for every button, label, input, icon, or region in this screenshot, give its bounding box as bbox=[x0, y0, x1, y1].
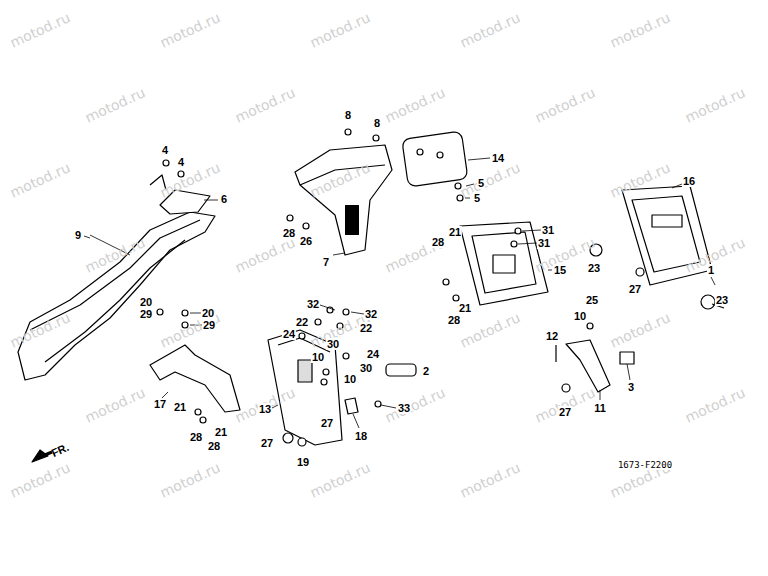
callout-number: 30 bbox=[326, 338, 340, 350]
callout-number: 31 bbox=[541, 224, 555, 236]
callout-number: 8 bbox=[344, 109, 352, 121]
callout-number: 27 bbox=[320, 417, 334, 429]
callout-number: 12 bbox=[545, 330, 559, 342]
mud-flap bbox=[268, 330, 342, 445]
callout-number: 22 bbox=[359, 322, 373, 334]
callout-number: 6 bbox=[220, 193, 228, 205]
watermark: motod.ru bbox=[233, 234, 298, 276]
callout-number: 21 bbox=[173, 401, 187, 413]
watermark: motod.ru bbox=[383, 384, 448, 426]
callout-number: 9 bbox=[74, 229, 82, 241]
callout-number: 32 bbox=[306, 298, 320, 310]
callout-number: 31 bbox=[537, 237, 551, 249]
stay bbox=[150, 345, 240, 412]
washer bbox=[701, 295, 715, 309]
callout-number: 21 bbox=[214, 426, 228, 438]
callout-number: 23 bbox=[715, 294, 729, 306]
callout-number: 33 bbox=[397, 402, 411, 414]
watermark: motod.ru bbox=[158, 9, 223, 51]
callout-number: 5 bbox=[477, 177, 485, 189]
callout-number: 32 bbox=[364, 308, 378, 320]
callout-number: 22 bbox=[295, 316, 309, 328]
callout-number: 2 bbox=[422, 365, 430, 377]
watermark: motod.ru bbox=[83, 384, 148, 426]
watermark: motod.ru bbox=[458, 9, 523, 51]
watermark: motod.ru bbox=[308, 459, 373, 501]
callout-number: 25 bbox=[585, 294, 599, 306]
callout-number: 3 bbox=[627, 381, 635, 393]
watermark: motod.ru bbox=[458, 309, 523, 351]
callout-number: 28 bbox=[207, 440, 221, 452]
watermark: motod.ru bbox=[158, 459, 223, 501]
callout-number: 11 bbox=[593, 402, 607, 414]
callout-number: 23 bbox=[587, 262, 601, 274]
callout-number: 10 bbox=[573, 310, 587, 322]
callout-number: 28 bbox=[282, 227, 296, 239]
callout-number: 27 bbox=[260, 437, 274, 449]
front-mark: FR. bbox=[49, 441, 70, 459]
watermark: motod.ru bbox=[608, 9, 673, 51]
watermark: motod.ru bbox=[383, 84, 448, 126]
callout-number: 24 bbox=[366, 348, 380, 360]
callout-number: 20 bbox=[201, 307, 215, 319]
callout-number: 28 bbox=[431, 236, 445, 248]
clip bbox=[345, 398, 358, 414]
callout-number: 24 bbox=[282, 328, 296, 340]
plate bbox=[402, 131, 468, 187]
callout-number: 27 bbox=[558, 406, 572, 418]
callout-number: 20 bbox=[139, 296, 153, 308]
callout-number: 10 bbox=[343, 373, 357, 385]
watermark: motod.ru bbox=[683, 384, 748, 426]
diagram-code: 1673-F2200 bbox=[618, 460, 672, 470]
reflector-small bbox=[620, 352, 634, 364]
watermark: motod.ru bbox=[458, 159, 523, 201]
reflector bbox=[386, 364, 416, 376]
watermark: motod.ru bbox=[533, 84, 598, 126]
callout-number: 28 bbox=[447, 314, 461, 326]
watermark: motod.ru bbox=[8, 459, 73, 501]
callout-number: 1 bbox=[707, 264, 715, 276]
callout-number: 16 bbox=[682, 175, 696, 187]
callout-number: 15 bbox=[553, 264, 567, 276]
callout-number: 21 bbox=[458, 302, 472, 314]
watermark: motod.ru bbox=[8, 159, 73, 201]
watermark: motod.ru bbox=[308, 9, 373, 51]
watermark: motod.ru bbox=[233, 84, 298, 126]
callout-number: 13 bbox=[258, 403, 272, 415]
watermark: motod.ru bbox=[608, 309, 673, 351]
callout-number: 26 bbox=[299, 235, 313, 247]
callout-number: 18 bbox=[354, 430, 368, 442]
callout-number: 28 bbox=[189, 431, 203, 443]
callout-number: 29 bbox=[202, 319, 216, 331]
callout-number: 8 bbox=[373, 117, 381, 129]
callout-number: 30 bbox=[359, 362, 373, 374]
watermark: motod.ru bbox=[683, 84, 748, 126]
callout-number: 5 bbox=[473, 192, 481, 204]
callout-number: 27 bbox=[628, 283, 642, 295]
callout-number: 10 bbox=[311, 351, 325, 363]
callout-number: 17 bbox=[153, 398, 167, 410]
callout-number: 19 bbox=[296, 456, 310, 468]
cover bbox=[295, 145, 392, 255]
watermark: motod.ru bbox=[458, 459, 523, 501]
callout-number: 4 bbox=[177, 156, 185, 168]
callout-number: 21 bbox=[448, 226, 462, 238]
callout-number: 14 bbox=[491, 152, 505, 164]
watermark: motod.ru bbox=[83, 84, 148, 126]
watermark: motod.ru bbox=[8, 9, 73, 51]
callout-number: 4 bbox=[161, 144, 169, 156]
callout-number: 29 bbox=[139, 308, 153, 320]
callout-number: 7 bbox=[322, 256, 330, 268]
